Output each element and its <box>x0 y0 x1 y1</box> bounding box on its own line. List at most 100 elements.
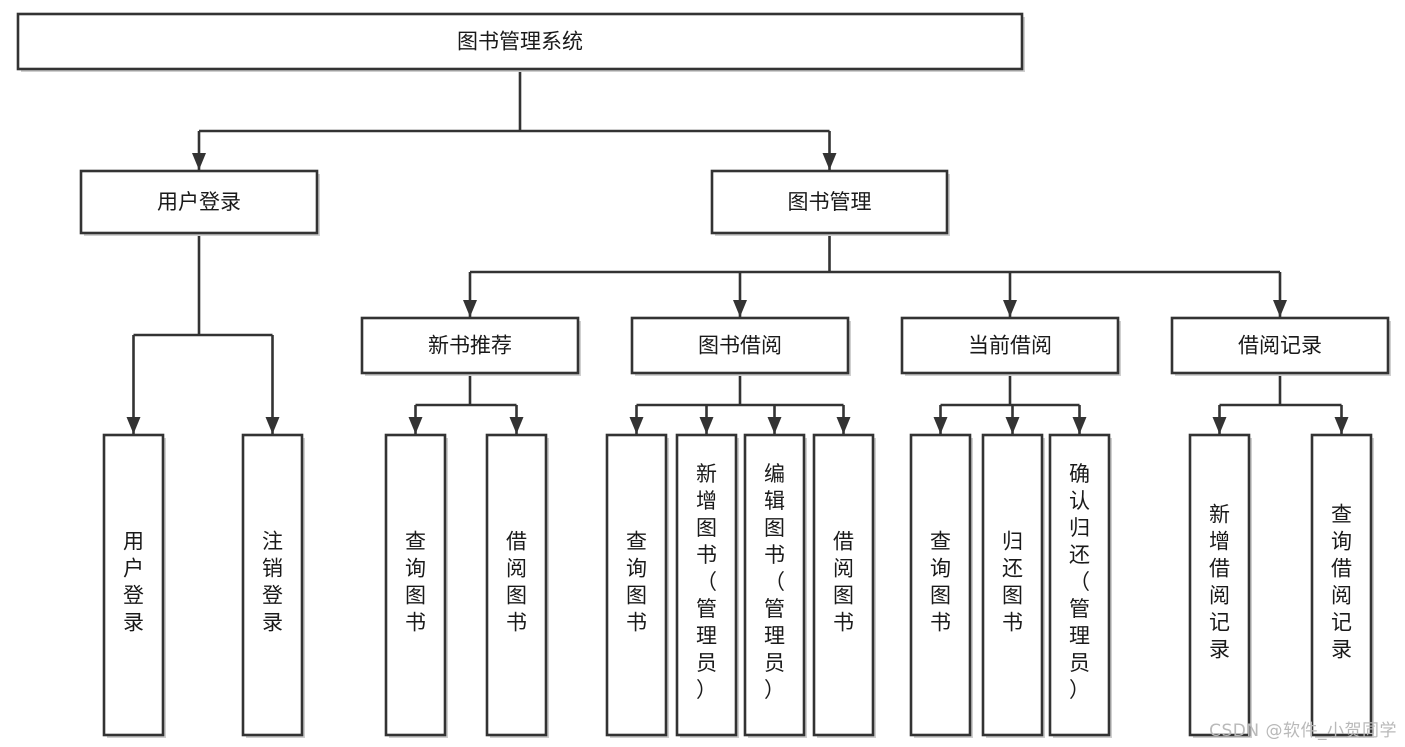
node-label-char: 图 <box>696 516 717 540</box>
node-label-char: 查 <box>405 530 426 554</box>
node-label-char: 确 <box>1069 462 1090 486</box>
node-label-char: （ <box>1069 570 1090 594</box>
node-label-char: 阅 <box>1209 584 1230 608</box>
node-label-char: 管 <box>1069 597 1090 621</box>
node-rect[interactable] <box>1310 433 1373 737</box>
node-current-borrow[interactable]: 当前借阅 <box>900 316 1121 376</box>
node-label-char: 增 <box>1209 530 1230 554</box>
node-rect[interactable] <box>710 169 949 235</box>
node-book-borrow[interactable]: 图书借阅 <box>630 316 851 376</box>
node-rect[interactable] <box>605 433 668 737</box>
node-label-char: 书 <box>506 611 527 635</box>
node-label-char: 询 <box>405 557 426 581</box>
node-rect[interactable] <box>675 433 738 737</box>
node-label-char: 图 <box>405 584 426 608</box>
node-rect[interactable] <box>743 433 806 737</box>
arrow-head-icon <box>463 300 477 317</box>
node-rect[interactable] <box>384 433 447 737</box>
node-rect[interactable] <box>16 12 1024 71</box>
node-rect[interactable] <box>981 433 1044 737</box>
node-new-book-rec[interactable]: 新书推荐 <box>360 316 581 376</box>
node-rect[interactable] <box>360 316 580 375</box>
node-user-login[interactable]: 用户登录 <box>79 169 320 236</box>
arrow-head-icon <box>836 417 851 434</box>
node-label-char: 还 <box>1002 557 1023 581</box>
node-label-char: 图 <box>506 584 527 608</box>
node-label-char: 书 <box>405 611 426 635</box>
node-label-char: 登 <box>262 584 283 608</box>
csdn-watermark: CSDN @软件_小贺同学 <box>1209 721 1397 741</box>
node-label-char: 户 <box>123 557 144 581</box>
node-rect[interactable] <box>909 433 972 737</box>
node-label: 借阅记录 <box>1238 334 1322 358</box>
node-label-char: 借 <box>1331 557 1352 581</box>
node-label-char: 阅 <box>506 557 527 581</box>
node-label-char: 图 <box>764 516 785 540</box>
node-label-char: 录 <box>262 611 283 635</box>
node-label-char: 询 <box>626 557 647 581</box>
node-label-char: 登 <box>123 584 144 608</box>
arrow-head-icon <box>1212 417 1227 434</box>
node-boxes: 图书管理系统用户登录图书管理新书推荐图书借阅当前借阅借阅记录用户登录注销登录查询… <box>16 12 1391 738</box>
node-label-char: 记 <box>1209 611 1230 635</box>
node-label-char: 借 <box>506 530 527 554</box>
node-label-char: 员 <box>696 651 717 675</box>
arrow-head-icon <box>629 417 644 434</box>
node-label: 用户登录 <box>157 190 241 214</box>
node-root[interactable]: 图书管理系统 <box>16 12 1025 72</box>
node-label-char: 员 <box>764 651 785 675</box>
arrow-head-icon <box>509 417 524 434</box>
arrow-head-icon <box>1003 300 1017 317</box>
node-rect[interactable] <box>79 169 319 235</box>
arrow-head-icon <box>1334 417 1349 434</box>
arrow-head-icon <box>699 417 714 434</box>
node-label-char: 管 <box>696 597 717 621</box>
node-rect[interactable] <box>241 433 304 737</box>
node-rect[interactable] <box>102 433 165 737</box>
node-rect[interactable] <box>900 316 1120 375</box>
node-label-char: 书 <box>930 611 951 635</box>
node-label-char: 还 <box>1069 543 1090 567</box>
node-label-char: 图 <box>833 584 854 608</box>
node-leaf-user-login[interactable]: 用户登录 <box>102 433 166 738</box>
node-label-char: 查 <box>626 530 647 554</box>
node-book-manage[interactable]: 图书管理 <box>710 169 950 236</box>
node-rect[interactable] <box>1048 433 1111 737</box>
node-label: 新书推荐 <box>428 334 512 358</box>
node-label-char: 增 <box>696 489 717 513</box>
node-label-char: 用 <box>123 530 144 554</box>
node-label-char: 录 <box>1331 638 1352 662</box>
node-label-char: ） <box>764 678 785 702</box>
node-label-char: 新 <box>1209 503 1230 527</box>
node-rect[interactable] <box>630 316 850 375</box>
node-label-char: 销 <box>262 557 283 581</box>
node-rect[interactable] <box>1188 433 1251 737</box>
node-label-char: （ <box>696 570 717 594</box>
node-label-char: 员 <box>1069 651 1090 675</box>
node-rect[interactable] <box>812 433 875 737</box>
node-label: 图书借阅 <box>698 334 782 358</box>
node-label-char: 理 <box>696 624 717 648</box>
node-rect[interactable] <box>1170 316 1390 375</box>
node-label-char: 编 <box>764 462 785 486</box>
node-rect[interactable] <box>485 433 548 737</box>
node-label-char: 新 <box>696 462 717 486</box>
arrow-head-icon <box>408 417 423 434</box>
node-label-char: 询 <box>930 557 951 581</box>
node-label: 图书管理系统 <box>457 30 583 54</box>
arrow-head-icon <box>1273 300 1287 317</box>
node-borrow-record[interactable]: 借阅记录 <box>1170 316 1391 376</box>
